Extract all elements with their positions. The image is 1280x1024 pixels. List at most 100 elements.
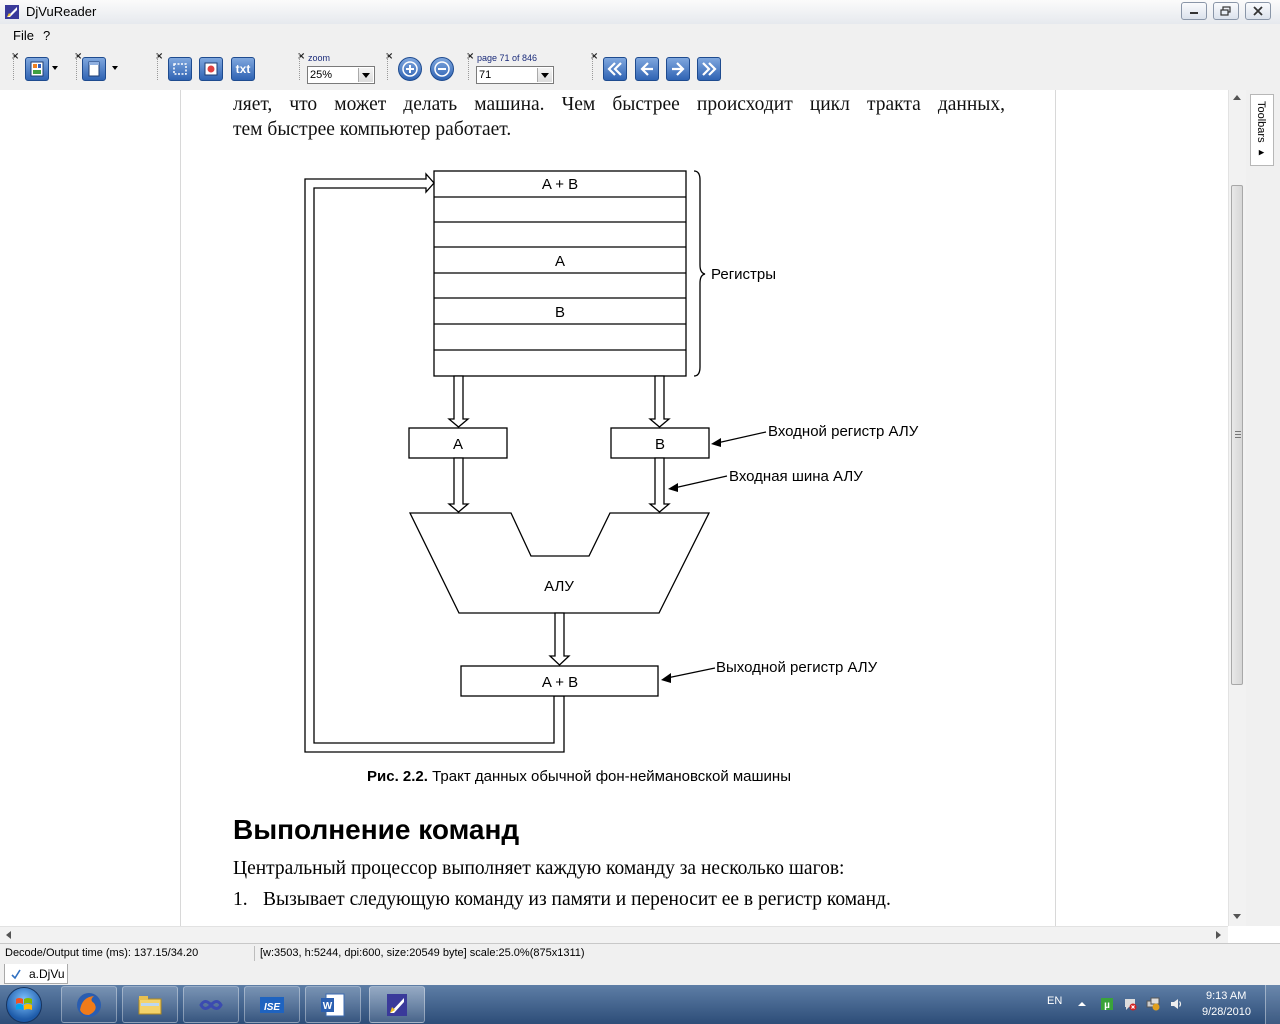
zoom-out-button[interactable] <box>430 57 454 81</box>
toolbar-close-icon[interactable]: × <box>11 51 20 62</box>
word-icon: W <box>321 993 345 1016</box>
network-icon[interactable] <box>1146 997 1160 1011</box>
zoom-select[interactable]: 25% <box>307 66 375 84</box>
taskbar-explorer[interactable] <box>122 986 178 1023</box>
zoom-in-icon <box>402 61 418 77</box>
utorrent-icon[interactable]: µ <box>1100 997 1114 1011</box>
eclipse-icon <box>199 999 223 1010</box>
vertical-scroll-thumb[interactable] <box>1231 185 1243 685</box>
alu-input-register-b <box>610 427 710 459</box>
paragraph-line: ляет, что может делать машина. Чем быстр… <box>233 94 1005 115</box>
close-button[interactable] <box>1245 2 1271 20</box>
toolbar-close-icon[interactable]: × <box>74 51 83 62</box>
document-view[interactable]: ляет, что может делать машина. Чем быстр… <box>0 90 1246 926</box>
toolbar-grip[interactable] <box>13 54 16 80</box>
clock-date[interactable]: 9/28/2010 <box>1202 1006 1251 1018</box>
toolbar-close-icon[interactable]: × <box>155 51 164 62</box>
prev-page-icon <box>640 62 653 76</box>
caption-text: Тракт данных обычной фон-неймановской ма… <box>427 768 791 785</box>
first-page-button[interactable] <box>603 57 627 81</box>
page-icon <box>88 61 100 77</box>
toolbar-grip[interactable] <box>76 54 79 80</box>
maximize-button[interactable] <box>1213 2 1239 20</box>
datapath-diagram: A + B A B Регистры A B Входной <box>304 170 919 753</box>
taskbar-djvureader[interactable] <box>369 986 425 1023</box>
bus-arrow <box>447 457 470 513</box>
show-hidden-icons-icon[interactable] <box>1077 999 1087 1009</box>
register-a-label: A <box>555 253 565 270</box>
taskbar-firefox[interactable] <box>61 986 117 1023</box>
select-rect-button[interactable] <box>168 57 192 81</box>
last-page-icon <box>702 62 717 76</box>
layout-dropdown-icon[interactable] <box>52 66 58 70</box>
status-document-info: [w:3503, h:5244, dpi:600, size:20549 byt… <box>254 946 854 961</box>
page-value: 71 <box>479 69 492 81</box>
menu-file[interactable]: File <box>13 28 34 43</box>
document-tab[interactable]: a.DjVu <box>4 964 68 984</box>
volume-icon[interactable] <box>1169 997 1183 1011</box>
registers-brace <box>693 170 706 377</box>
minimize-icon <box>1190 12 1198 14</box>
taskbar-ise[interactable]: ISE <box>244 986 300 1023</box>
clock-time[interactable]: 9:13 AM <box>1206 990 1247 1002</box>
scroll-down-icon[interactable] <box>1233 914 1241 919</box>
vertical-scrollbar[interactable] <box>1228 90 1246 926</box>
menu-help[interactable]: ? <box>43 28 51 43</box>
toolbar-close-icon[interactable]: × <box>385 51 394 62</box>
status-bar: Decode/Output time (ms): 137.15/34.20 [w… <box>0 943 1280 964</box>
zoom-dropdown-icon[interactable] <box>358 68 373 82</box>
menu-bar: File ? <box>0 24 1280 46</box>
zoom-value: 25% <box>310 69 333 81</box>
register-b-label: B <box>555 304 565 321</box>
text-mode-button[interactable]: txt <box>231 57 255 81</box>
windows-logo-icon <box>16 998 32 1010</box>
toolbar-grip[interactable] <box>387 54 390 80</box>
toolbar-grip[interactable] <box>157 54 160 80</box>
toolbar-grip[interactable] <box>468 54 471 80</box>
layout-button[interactable] <box>25 57 49 81</box>
prev-page-button[interactable] <box>635 57 659 81</box>
page-view-button[interactable] <box>82 57 106 81</box>
toolbar-grip[interactable] <box>299 54 302 80</box>
toolbars-tab[interactable]: Toolbars ▸ <box>1250 94 1274 166</box>
action-center-icon[interactable] <box>1123 997 1137 1011</box>
list-text: Вызывает следующую команду из памяти и п… <box>263 889 891 910</box>
page-select[interactable]: 71 <box>476 66 554 84</box>
image-button[interactable] <box>199 57 223 81</box>
language-indicator[interactable]: EN <box>1047 995 1063 1007</box>
zoom-in-button[interactable] <box>398 57 422 81</box>
restore-icon <box>1220 6 1231 16</box>
page-dropdown-icon[interactable] <box>537 68 552 82</box>
document-page: ляет, что может делать машина. Чем быстр… <box>180 90 1056 926</box>
scroll-up-icon[interactable] <box>1233 95 1241 100</box>
page-view-dropdown-icon[interactable] <box>112 66 118 70</box>
alu-input-b-label: B <box>655 436 665 453</box>
last-page-button[interactable] <box>697 57 721 81</box>
next-page-button[interactable] <box>666 57 690 81</box>
horizontal-scrollbar[interactable] <box>0 926 1228 943</box>
taskbar-word[interactable]: W <box>305 986 361 1023</box>
bus-arrow <box>548 612 571 666</box>
next-page-icon <box>672 62 685 76</box>
toolbar-close-icon[interactable]: × <box>590 51 599 62</box>
bus-arrow <box>648 375 671 428</box>
minimize-button[interactable] <box>1181 2 1207 20</box>
show-desktop-button[interactable] <box>1265 985 1280 1024</box>
text-mode-icon: txt <box>235 62 251 76</box>
taskbar: ISE W EN µ 9:13 AM 9/28/2010 <box>0 985 1280 1024</box>
toolbar-close-icon[interactable]: × <box>466 51 475 62</box>
list-number: 1. <box>233 889 248 910</box>
toolbar-grip[interactable] <box>592 54 595 80</box>
scroll-left-icon[interactable] <box>6 931 11 939</box>
alu-input-bus-label: Входная шина АЛУ <box>729 468 863 485</box>
start-button[interactable] <box>6 987 42 1023</box>
toolbar-close-icon[interactable]: × <box>297 51 306 62</box>
toolbars-tab-label: Toolbars ▸ <box>1255 101 1267 159</box>
document-tabs: a.DjVu <box>0 963 1280 986</box>
status-decode-time: Decode/Output time (ms): 137.15/34.20 <box>5 947 199 959</box>
zoom-out-icon <box>434 61 450 77</box>
scroll-right-icon[interactable] <box>1216 931 1221 939</box>
section-heading: Выполнение команд <box>233 814 520 845</box>
taskbar-eclipse[interactable] <box>183 986 239 1023</box>
document-tab-label: a.DjVu <box>29 967 65 981</box>
